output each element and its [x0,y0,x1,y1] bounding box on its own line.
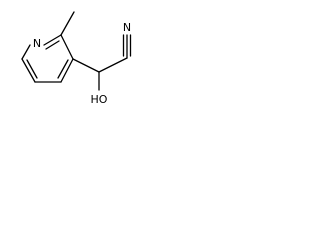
nitrile-nitrogen-label: N [123,21,131,34]
double-bond-c3-c4 [57,59,69,79]
ring-nitrogen-label: N [33,37,41,50]
bond-c6-n [21,44,31,60]
bond-c3-c4 [60,58,74,83]
bond-c3-alpha [72,58,100,73]
bond-alpha-cn-carbon [98,57,128,73]
hydroxyl-label: HO [91,93,108,106]
nitrile-triple-bond [122,34,132,59]
double-bond-n-c2 [45,40,60,50]
bond-c2-c3 [60,34,74,60]
double-bond-c5-c6 [26,59,38,79]
structure-diagram: N N HO [21,11,132,106]
bond-c5-c6 [21,58,36,83]
pyridine-ring [21,34,74,83]
bond-n-c2 [43,34,62,46]
methyl-bond [60,11,75,36]
